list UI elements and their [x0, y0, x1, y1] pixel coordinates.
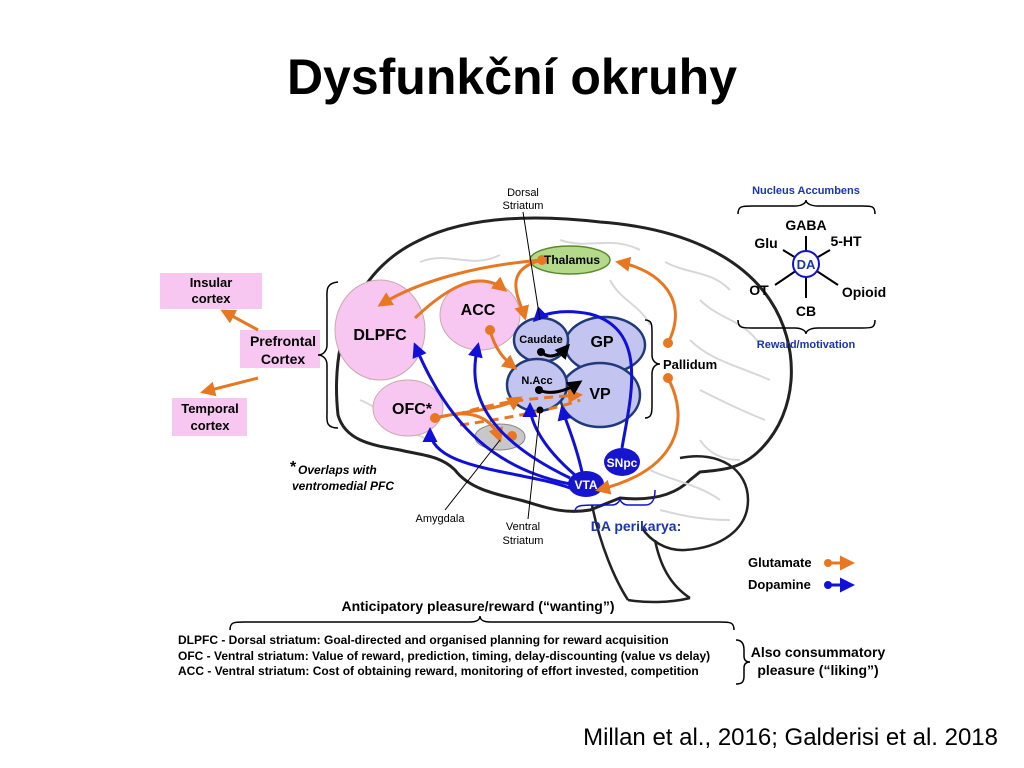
- legend: Glutamate Dopamine: [748, 555, 855, 593]
- nucleus-accumbens-inset: Nucleus Accumbens DA GABA Glu 5-HT OT Op…: [737, 185, 886, 351]
- asterisk-mark: *: [290, 459, 297, 476]
- amygdala-label: Amygdala: [416, 513, 466, 525]
- vp-label: VP: [589, 386, 611, 403]
- brain-outline: [335, 216, 793, 604]
- thalamus-label: Thalamus: [544, 253, 600, 267]
- ventral-striatum-label-2: Striatum: [503, 535, 544, 547]
- ventromedial-note-2: ventromedial PFC: [292, 479, 394, 493]
- inset-ot: OT: [749, 282, 769, 298]
- bottom-line-3: ACC - Ventral striatum: Cost of obtainin…: [178, 664, 699, 678]
- cortex-regions: [160, 273, 521, 437]
- bottom-line-2: OFC - Ventral striatum: Value of reward,…: [178, 649, 710, 663]
- striatal-regions: [505, 315, 647, 429]
- vta-region: [568, 471, 604, 497]
- temporal-label-2: cortex: [190, 418, 230, 433]
- inset-footer: Reward/motivation: [757, 339, 856, 351]
- insular-label-2: cortex: [191, 291, 231, 306]
- ventromedial-note-1: Overlaps with: [298, 463, 377, 477]
- region-labels: Dorsal Striatum Thalamus Insular cortex …: [181, 187, 717, 547]
- insular-label-1: Insular: [190, 275, 233, 290]
- inset-title: Nucleus Accumbens: [752, 185, 860, 197]
- snpc-region: [604, 448, 640, 476]
- anticipatory-heading: Anticipatory pleasure/reward (“wanting”): [341, 598, 614, 614]
- prefrontal-label-1: Prefrontal: [250, 333, 316, 349]
- consummatory-2: pleasure (“liking”): [757, 662, 878, 678]
- prefrontal-bracket: [317, 281, 339, 429]
- bottom-text: Anticipatory pleasure/reward (“wanting”)…: [178, 598, 886, 685]
- legend-glutamate: Glutamate: [748, 555, 812, 570]
- citation: Millan et al., 2016; Galderisi et al. 20…: [583, 724, 998, 751]
- slide-title: Dysfunkční okruhy: [286, 49, 738, 105]
- ofc-label: OFC*: [392, 401, 433, 418]
- inset-da: DA: [797, 257, 816, 272]
- inset-cb: CB: [796, 303, 816, 319]
- ventral-striatum-label-1: Ventral: [506, 521, 540, 533]
- nacc-label: N.Acc: [521, 375, 552, 387]
- pallidum-label: Pallidum: [663, 357, 717, 372]
- vta-label: VTA: [574, 478, 597, 492]
- inset-5ht: 5-HT: [830, 233, 862, 249]
- snpc-label: SNpc: [607, 456, 638, 470]
- dorsal-striatum-label-1: Dorsal: [507, 187, 539, 199]
- legend-dopamine: Dopamine: [748, 577, 811, 592]
- inset-opioid: Opioid: [842, 284, 886, 300]
- consummatory-1: Also consummatory: [751, 644, 886, 660]
- temporal-label-1: Temporal: [181, 401, 239, 416]
- dopamine-pathways: [412, 306, 634, 490]
- internal-dots: [535, 348, 545, 414]
- pallidum-bracket: [644, 319, 661, 419]
- bottom-line-1: DLPFC - Dorsal striatum: Goal-directed a…: [178, 633, 669, 647]
- inset-glu: Glu: [754, 235, 777, 251]
- dlpfc-label: DLPFC: [353, 327, 407, 344]
- dorsal-striatum-label-2: Striatum: [503, 200, 544, 212]
- da-perikarya-brace: [574, 489, 656, 513]
- gp-label: GP: [590, 334, 613, 351]
- prefrontal-label-2: Cortex: [261, 351, 306, 367]
- da-perikarya-label: DA perikarya:: [591, 518, 682, 534]
- acc-label: ACC: [461, 302, 496, 319]
- caudate-label: Caudate: [519, 334, 562, 346]
- leader-lines: [444, 211, 541, 520]
- brain-gyri: [359, 239, 771, 521]
- inset-gaba: GABA: [785, 217, 826, 233]
